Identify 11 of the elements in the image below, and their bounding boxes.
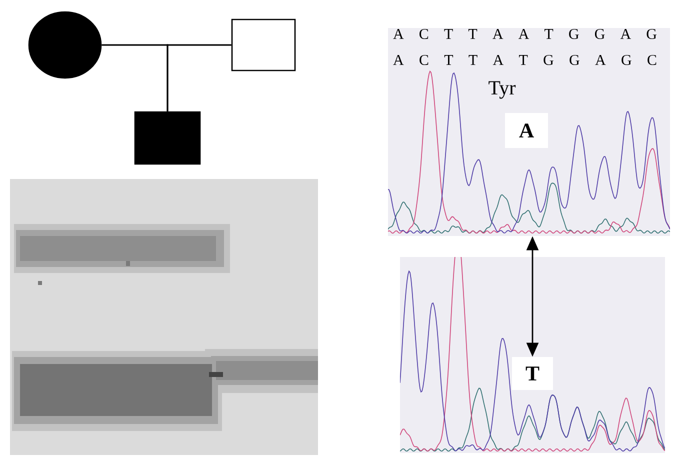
sequence-text: A C T T A A T G G A G (393, 28, 657, 40)
pedigree-square (231, 18, 296, 72)
pedigree-line (166, 44, 232, 112)
amino-acid-label: Tyr (488, 81, 516, 99)
base-label: T (512, 357, 553, 390)
chromatogram (400, 257, 665, 453)
pedigree-circle (28, 11, 102, 79)
sequence-text: A C T T A T G G A G C (393, 54, 656, 66)
pedigree-square (134, 111, 201, 165)
base-label: A (505, 113, 548, 148)
chromatogram (388, 28, 670, 236)
